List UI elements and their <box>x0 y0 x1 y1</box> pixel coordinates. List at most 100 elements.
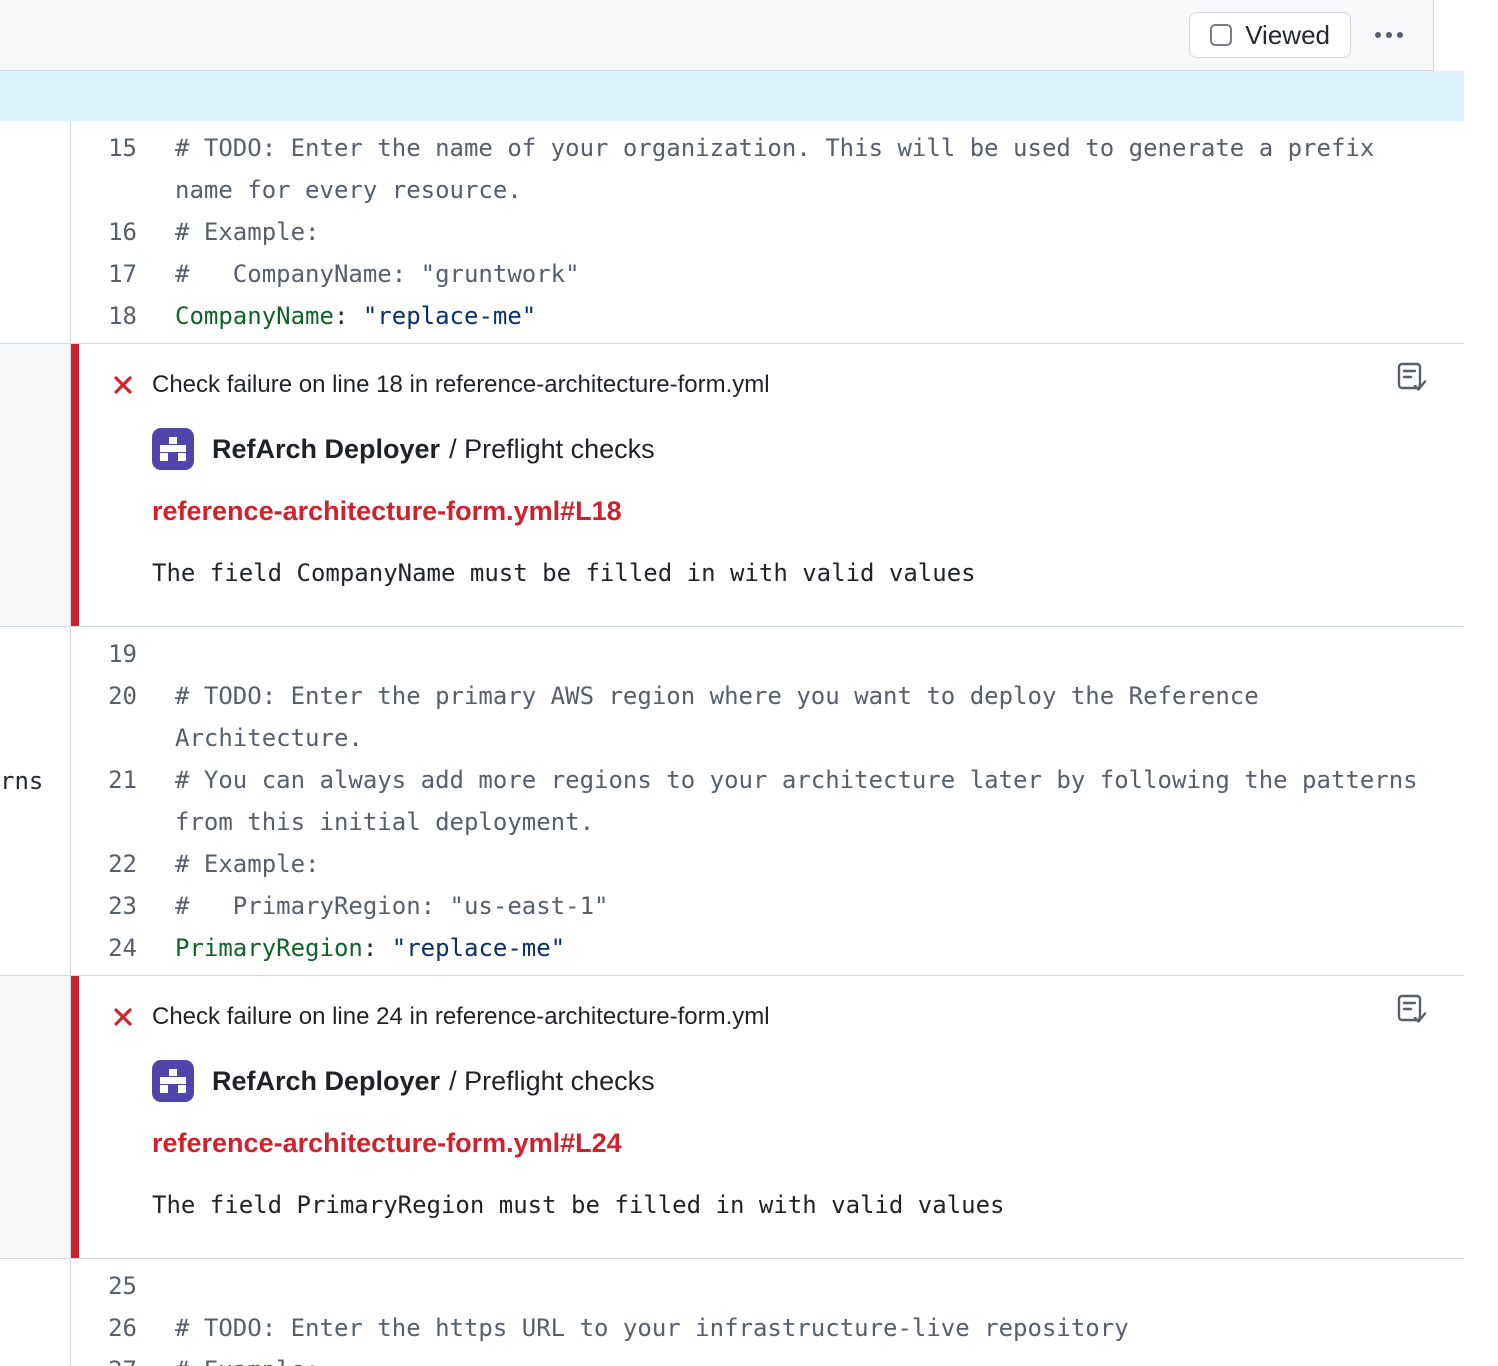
code-text: # TODO: Enter the primary AWS region whe… <box>175 675 1423 759</box>
check-failure-body: RefArch Deployer / Preflight checks refer… <box>152 1060 1420 1222</box>
code-line-27: 27 # Example: <box>71 1349 1464 1366</box>
code-segment: 15 # TODO: Enter the name of your organiz… <box>0 121 1464 343</box>
code-line-20: 20 # TODO: Enter the primary AWS region w… <box>71 675 1464 759</box>
line-number[interactable]: 21 <box>108 766 137 794</box>
line-number[interactable]: 17 <box>108 260 137 288</box>
line-number[interactable]: 26 <box>108 1314 137 1342</box>
code-text: PrimaryRegion: "replace-me" <box>175 927 565 969</box>
left-pane-cut-text: rns <box>0 767 44 795</box>
token-comment: # TODO: Enter the name of your organizat… <box>175 134 1389 204</box>
token-comment: # TODO: Enter the primary AWS region whe… <box>175 682 1274 752</box>
left-pane-gutter <box>0 1259 71 1366</box>
check-failure-message: The field CompanyName must be filled in … <box>152 559 976 587</box>
refarch-deployer-avatar <box>152 428 194 470</box>
token-string: "replace-me" <box>391 934 566 962</box>
check-app-title: RefArch Deployer / Preflight checks <box>212 428 655 470</box>
check-run-name: / Preflight checks <box>449 434 655 464</box>
token-comment: # TODO: Enter the https URL to your infr… <box>175 1314 1129 1342</box>
code-text: # You can always add more regions to you… <box>175 759 1423 843</box>
annotation-file-line-link[interactable]: reference-architecture-form.yml#L18 <box>152 496 622 526</box>
token-string: "replace-me" <box>362 302 537 330</box>
left-pane-gutter <box>0 976 71 1258</box>
token-plain: : <box>333 302 363 330</box>
annotation-file-check-icon[interactable] <box>1394 992 1430 1028</box>
check-annotation-row: Check failure on line 18 in reference-ar… <box>0 343 1464 627</box>
check-failure-box: Check failure on line 18 in reference-ar… <box>71 344 1464 626</box>
check-app-row: RefArch Deployer / Preflight checks <box>152 428 1420 470</box>
left-pane-gutter: rns <box>0 627 71 975</box>
check-annotation-row: Check failure on line 24 in reference-ar… <box>0 975 1464 1259</box>
code-text: # TODO: Enter the name of your organizat… <box>175 127 1423 211</box>
check-failure-header: Check failure on line 18 in reference-ar… <box>152 371 770 398</box>
failure-x-icon <box>111 373 135 397</box>
kebab-dot <box>1397 32 1403 38</box>
code-line-15: 15 # TODO: Enter the name of your organiz… <box>71 127 1464 211</box>
check-failure-header-row: Check failure on line 18 in reference-ar… <box>111 370 1420 400</box>
token-plain: : <box>362 934 392 962</box>
check-failure-body: RefArch Deployer / Preflight checks refer… <box>152 428 1420 590</box>
code-text: # CompanyName: "gruntwork" <box>175 253 580 295</box>
line-number[interactable]: 18 <box>108 302 137 330</box>
check-app-name: RefArch Deployer <box>212 1066 441 1096</box>
token-comment: # PrimaryRegion: "us-east-1" <box>175 892 609 920</box>
diff-file-body: 15 # TODO: Enter the name of your organiz… <box>0 71 1464 1366</box>
code-line-21: 21 # You can always add more regions to y… <box>71 759 1464 843</box>
line-number[interactable]: 22 <box>108 850 137 878</box>
code-lines: 15 # TODO: Enter the name of your organiz… <box>71 121 1464 343</box>
token-comment: # CompanyName: "gruntwork" <box>175 260 580 288</box>
code-segment: 25 26 # TODO: Enter the https URL to your … <box>0 1259 1464 1366</box>
line-number[interactable]: 25 <box>108 1272 137 1300</box>
code-text: # TODO: Enter the https URL to your infr… <box>175 1307 1129 1349</box>
code-text: # Example: <box>175 1349 320 1366</box>
code-lines: 25 26 # TODO: Enter the https URL to your … <box>71 1259 1464 1366</box>
code-text: # Example: <box>175 211 320 253</box>
kebab-menu-button[interactable] <box>1367 22 1411 48</box>
code-line-18: 18 CompanyName: "replace-me" <box>71 295 1464 337</box>
code-text: # Example: <box>175 843 320 885</box>
check-failure-header-row: Check failure on line 24 in reference-ar… <box>111 1002 1420 1032</box>
check-failure-header: Check failure on line 24 in reference-ar… <box>152 1003 770 1030</box>
check-app-name: RefArch Deployer <box>212 434 441 464</box>
code-text: CompanyName: "replace-me" <box>175 295 536 337</box>
diff-expander-bar[interactable] <box>0 71 1464 121</box>
code-line-24: 24 PrimaryRegion: "replace-me" <box>71 927 1464 969</box>
check-app-row: RefArch Deployer / Preflight checks <box>152 1060 1420 1102</box>
check-failure-box: Check failure on line 24 in reference-ar… <box>71 976 1464 1258</box>
code-segment: rns 19 20 # TODO: Enter the primary AWS re… <box>0 627 1464 975</box>
left-pane-gutter <box>0 121 71 343</box>
viewed-checkbox[interactable] <box>1210 24 1233 46</box>
file-header-toolbar: Viewed <box>0 0 1434 71</box>
line-number[interactable]: 24 <box>108 934 137 962</box>
token-comment: # You can always add more regions to you… <box>175 766 1433 836</box>
viewed-toggle-button[interactable]: Viewed <box>1189 12 1351 58</box>
check-run-name: / Preflight checks <box>449 1066 655 1096</box>
line-number[interactable]: 16 <box>108 218 137 246</box>
refarch-deployer-avatar <box>152 1060 194 1102</box>
code-lines: 19 20 # TODO: Enter the primary AWS region… <box>71 627 1464 975</box>
code-text: # PrimaryRegion: "us-east-1" <box>175 885 608 927</box>
code-line-23: 23 # PrimaryRegion: "us-east-1" <box>71 885 1464 927</box>
check-failure-message: The field PrimaryRegion must be filled i… <box>152 1191 1005 1219</box>
left-pane-gutter <box>0 344 71 626</box>
token-key: PrimaryRegion <box>175 934 363 962</box>
token-key: CompanyName <box>175 302 334 330</box>
token-comment: # Example: <box>175 218 320 246</box>
viewed-label: Viewed <box>1245 19 1330 50</box>
token-comment: # Example: <box>175 1356 320 1366</box>
code-line-19: 19 <box>71 633 1464 675</box>
token-comment: # Example: <box>175 850 320 878</box>
code-line-25: 25 <box>71 1265 1464 1307</box>
check-app-title: RefArch Deployer / Preflight checks <box>212 1060 655 1102</box>
annotation-file-check-icon[interactable] <box>1394 360 1430 396</box>
line-number[interactable]: 19 <box>108 640 137 668</box>
kebab-dot <box>1375 32 1381 38</box>
code-line-22: 22 # Example: <box>71 843 1464 885</box>
line-number[interactable]: 23 <box>108 892 137 920</box>
annotation-file-line-link[interactable]: reference-architecture-form.yml#L24 <box>152 1128 622 1158</box>
line-number[interactable]: 15 <box>108 134 137 162</box>
code-line-17: 17 # CompanyName: "gruntwork" <box>71 253 1464 295</box>
line-number[interactable]: 20 <box>108 682 137 710</box>
line-number[interactable]: 27 <box>71 1349 137 1366</box>
kebab-dot <box>1386 32 1392 38</box>
